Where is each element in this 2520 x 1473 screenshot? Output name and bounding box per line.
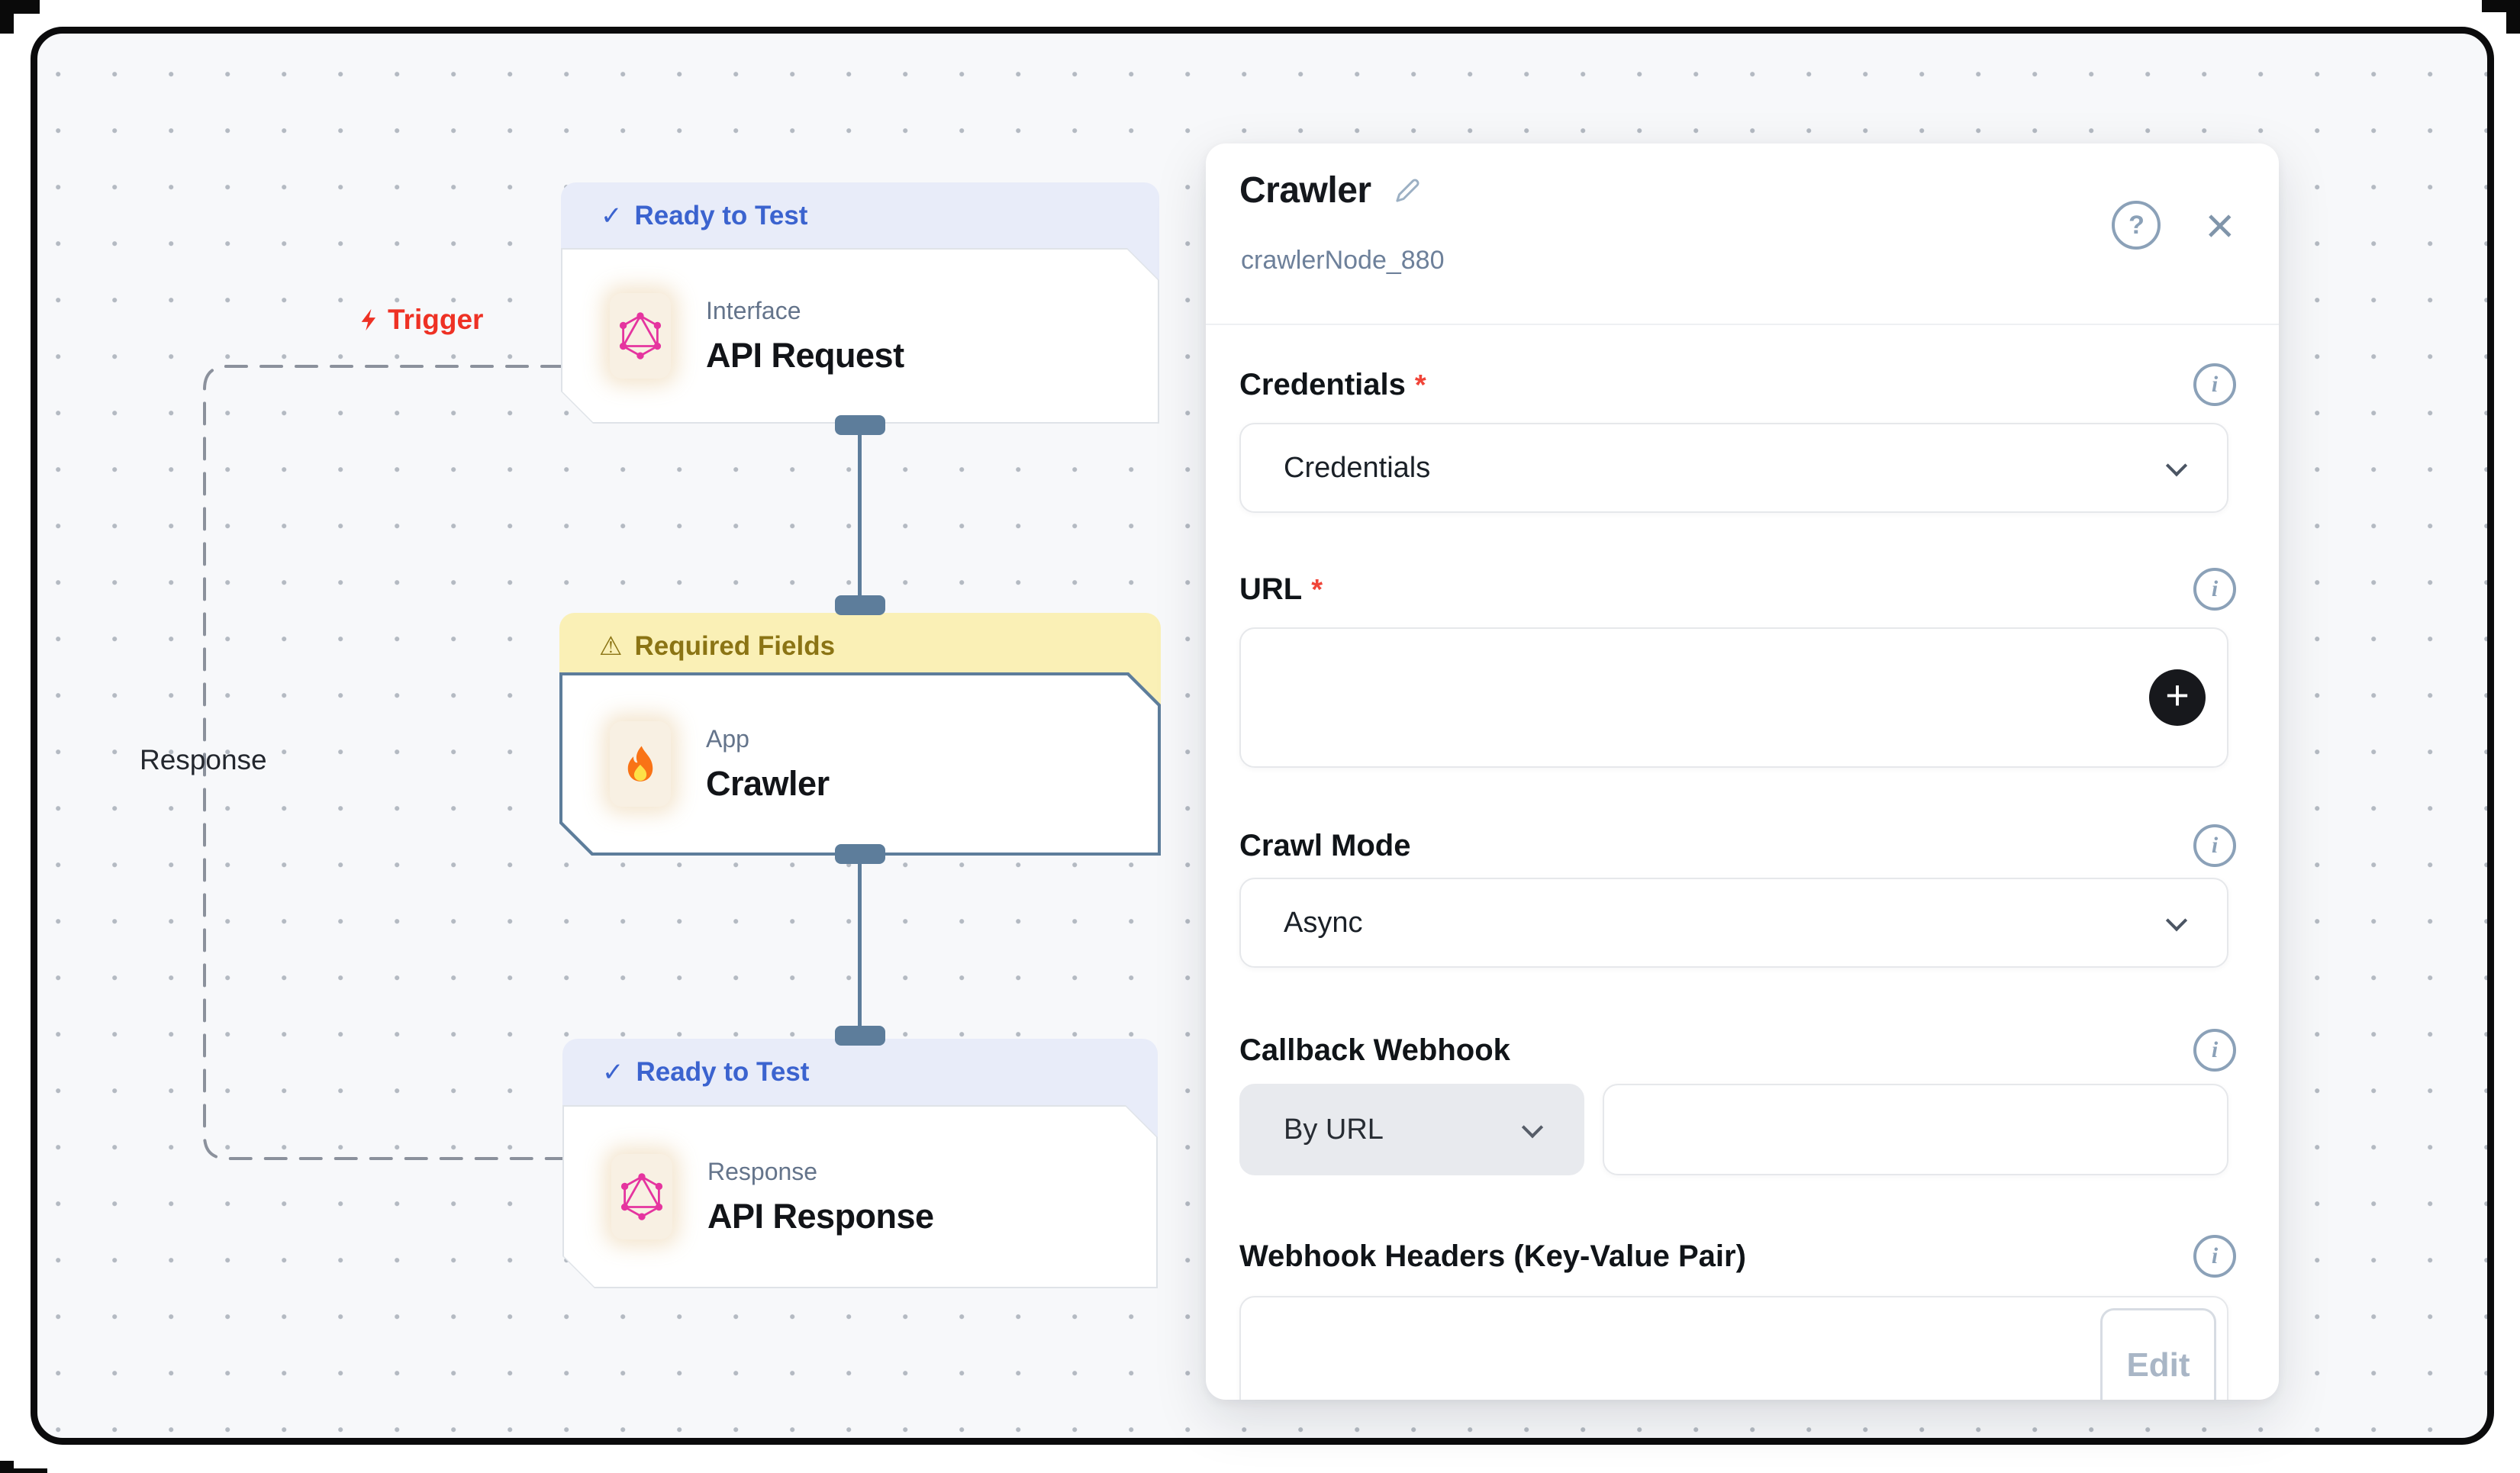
webhook-headers-label: Webhook Headers (Key-Value Pair)	[1239, 1239, 1746, 1273]
crawl-mode-value: Async	[1284, 906, 1363, 939]
divider	[1206, 324, 2279, 325]
crop-mark-top-right-vert	[2506, 0, 2520, 34]
node-card-selected[interactable]: App Crawler	[559, 672, 1161, 856]
handle-apiresponse-in[interactable]	[835, 1026, 885, 1046]
callback-url-input[interactable]	[1603, 1084, 2228, 1175]
callback-mode-select[interactable]: By URL	[1239, 1084, 1584, 1175]
url-input[interactable]: +	[1239, 627, 2228, 768]
info-icon[interactable]: i	[2193, 568, 2236, 611]
chevron-down-icon	[1521, 1117, 1544, 1139]
handle-crawler-in[interactable]	[835, 595, 885, 615]
crawl-mode-select[interactable]: Async	[1239, 878, 2228, 968]
credentials-value: Credentials	[1284, 451, 1431, 484]
node-title: Crawler	[706, 763, 830, 803]
credentials-label: Credentials*	[1239, 367, 1426, 401]
callback-webhook-label: Callback Webhook	[1239, 1033, 1510, 1067]
node-type: Response	[707, 1157, 818, 1185]
edge-apirequest-crawler	[858, 424, 862, 604]
crop-mark-top-left-vert	[0, 0, 14, 34]
close-icon[interactable]: ×	[2205, 197, 2235, 253]
chevron-down-icon	[2165, 455, 2188, 477]
add-variable-button[interactable]: +	[2149, 669, 2206, 726]
node-type: Interface	[706, 296, 801, 324]
crop-mark-bottom-left-vert	[0, 1461, 14, 1473]
badge-label: Required Fields	[634, 631, 836, 661]
info-icon[interactable]: i	[2193, 363, 2236, 406]
help-icon[interactable]: ?	[2112, 201, 2161, 250]
node-type: App	[706, 724, 749, 753]
response-edge-label: Response	[140, 744, 267, 775]
chevron-down-icon	[2165, 910, 2188, 932]
crawl-mode-label: Crawl Mode	[1239, 828, 1411, 862]
check-icon: ✓	[601, 201, 623, 230]
crop-mark-bottom-left	[0, 1468, 47, 1473]
info-icon[interactable]: i	[2193, 1029, 2236, 1072]
badge-label: Ready to Test	[636, 1057, 810, 1087]
edit-headers-button[interactable]: Edit	[2100, 1308, 2216, 1400]
node-crawler[interactable]: ⚠ Required Fields App Crawler	[559, 613, 1161, 865]
info-icon[interactable]: i	[2193, 1235, 2236, 1278]
callback-mode-value: By URL	[1284, 1113, 1384, 1146]
edit-pencil-icon[interactable]	[1391, 175, 1423, 207]
info-icon[interactable]: i	[2193, 824, 2236, 867]
handle-crawler-out[interactable]	[835, 844, 885, 864]
node-title: API Request	[706, 335, 904, 375]
node-api-request[interactable]: ✓ Ready to Test	[561, 182, 1159, 434]
trigger-label-text: Trigger	[388, 304, 484, 335]
node-icon-tile	[610, 721, 671, 807]
graphql-icon	[620, 1173, 663, 1220]
node-title: API Response	[707, 1196, 934, 1236]
required-asterisk: *	[1414, 369, 1426, 401]
webhook-headers-field[interactable]: Edit	[1239, 1296, 2228, 1400]
badge-label: Ready to Test	[634, 201, 808, 230]
panel-title: Crawler	[1239, 170, 1371, 211]
check-icon: ✓	[602, 1058, 624, 1087]
node-icon-tile	[610, 293, 671, 379]
required-asterisk: *	[1311, 573, 1323, 606]
url-label: URL*	[1239, 572, 1323, 606]
node-api-response[interactable]: ✓ Ready to Test	[562, 1039, 1158, 1291]
node-id: crawlerNode_880	[1241, 246, 1445, 275]
node-icon-tile	[611, 1154, 672, 1239]
graphql-icon	[619, 312, 662, 359]
credentials-select[interactable]: Credentials	[1239, 423, 2228, 513]
node-card[interactable]: Interface API Request	[561, 248, 1159, 424]
plus-icon: +	[2165, 672, 2190, 718]
edge-crawler-apiresponse	[858, 853, 862, 1035]
warning-icon: ⚠	[599, 632, 623, 661]
node-config-panel: Crawler ? × crawlerNode_880 Credentials*…	[1206, 143, 2279, 1400]
node-card[interactable]: Response API Response	[562, 1105, 1158, 1288]
flame-icon	[620, 741, 660, 787]
bolt-icon	[361, 308, 376, 331]
handle-apirequest-out[interactable]	[835, 415, 885, 435]
trigger-edge-label: Trigger	[357, 304, 483, 336]
